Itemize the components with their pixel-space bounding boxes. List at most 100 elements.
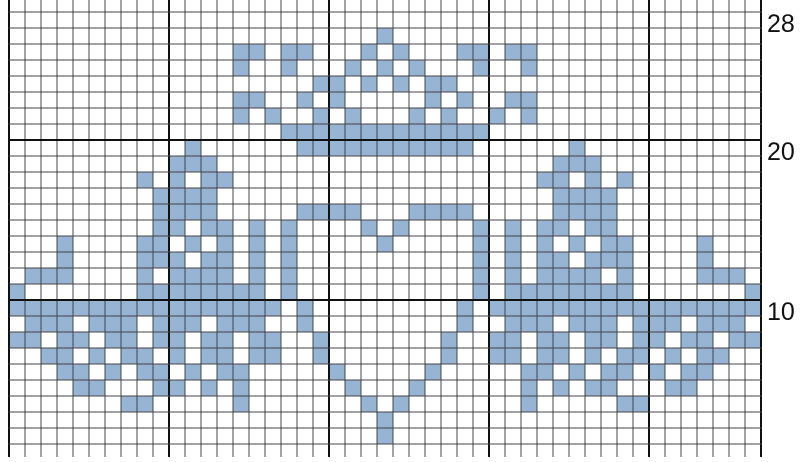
filled-cell (169, 188, 185, 204)
filled-cell (57, 268, 73, 284)
filled-cell (649, 316, 665, 332)
filled-cell (617, 348, 633, 364)
filled-cell (41, 300, 57, 316)
filled-cell (313, 348, 329, 364)
filled-cell (633, 348, 649, 364)
filled-cell (153, 236, 169, 252)
filled-cell (153, 300, 169, 316)
filled-cell (473, 220, 489, 236)
filled-cell (73, 332, 89, 348)
filled-cell (601, 364, 617, 380)
filled-cell (489, 108, 505, 124)
filled-cell (617, 236, 633, 252)
filled-cell (457, 92, 473, 108)
filled-cell (57, 332, 73, 348)
row-label-10: 10 (767, 298, 795, 326)
filled-cell (457, 140, 473, 156)
filled-cell (249, 348, 265, 364)
filled-cell (713, 268, 729, 284)
filled-cell (633, 396, 649, 412)
filled-cell (281, 268, 297, 284)
filled-cell (41, 348, 57, 364)
row-label-20: 20 (767, 138, 795, 166)
filled-cell (569, 140, 585, 156)
filled-cell (601, 188, 617, 204)
filled-cell (537, 332, 553, 348)
filled-cell (681, 380, 697, 396)
filled-cell (617, 364, 633, 380)
filled-cell (649, 364, 665, 380)
filled-cell (457, 124, 473, 140)
filled-cell (153, 220, 169, 236)
filled-cell (57, 252, 73, 268)
filled-cell (425, 140, 441, 156)
filled-cell (521, 316, 537, 332)
filled-cell (505, 316, 521, 332)
filled-cell (137, 252, 153, 268)
filled-cell (137, 172, 153, 188)
filled-cell (121, 316, 137, 332)
filled-cell (89, 316, 105, 332)
filled-cell (601, 284, 617, 300)
filled-cell (201, 268, 217, 284)
filled-cell (169, 268, 185, 284)
filled-cell (89, 300, 105, 316)
filled-cell (681, 364, 697, 380)
filled-cell (217, 172, 233, 188)
filled-cell (105, 332, 121, 348)
filled-cell (89, 380, 105, 396)
filled-cell (345, 124, 361, 140)
filled-cell (441, 108, 457, 124)
filled-cell (153, 332, 169, 348)
filled-cell (537, 220, 553, 236)
filled-cell (697, 332, 713, 348)
filled-cell (521, 92, 537, 108)
filled-cell (265, 348, 281, 364)
filled-cell (553, 284, 569, 300)
filled-cell (521, 60, 537, 76)
filled-cell (9, 332, 25, 348)
filled-cell (473, 124, 489, 140)
filled-cell (553, 220, 569, 236)
filled-cell (217, 236, 233, 252)
filled-cell (745, 284, 761, 300)
filled-cell (361, 44, 377, 60)
filled-cell (537, 172, 553, 188)
filled-cell (249, 332, 265, 348)
filled-cell (169, 172, 185, 188)
filled-cell (425, 92, 441, 108)
filled-cell (153, 316, 169, 332)
filled-cell (361, 220, 377, 236)
filled-cell (681, 332, 697, 348)
filled-cell (201, 300, 217, 316)
filled-cell (665, 316, 681, 332)
filled-cell (457, 204, 473, 220)
filled-cell (361, 124, 377, 140)
filled-cell (217, 364, 233, 380)
filled-cell (553, 188, 569, 204)
filled-cell (457, 300, 473, 316)
filled-cell (553, 380, 569, 396)
filled-cell (505, 44, 521, 60)
filled-cell (297, 316, 313, 332)
filled-cell (297, 124, 313, 140)
filled-cell (585, 380, 601, 396)
filled-cell (585, 156, 601, 172)
filled-cell (569, 364, 585, 380)
filled-cell (89, 348, 105, 364)
filled-cell (137, 236, 153, 252)
filled-cell (409, 380, 425, 396)
filled-cell (585, 252, 601, 268)
row-labels: 28 20 10 (767, 10, 795, 326)
filled-cell (217, 300, 233, 316)
filled-cell (297, 204, 313, 220)
filled-cell (73, 364, 89, 380)
filled-cell (617, 252, 633, 268)
filled-cell (249, 92, 265, 108)
filled-cell (537, 300, 553, 316)
filled-cell (297, 92, 313, 108)
filled-cell (169, 380, 185, 396)
filled-cell (537, 364, 553, 380)
filled-cell (105, 364, 121, 380)
